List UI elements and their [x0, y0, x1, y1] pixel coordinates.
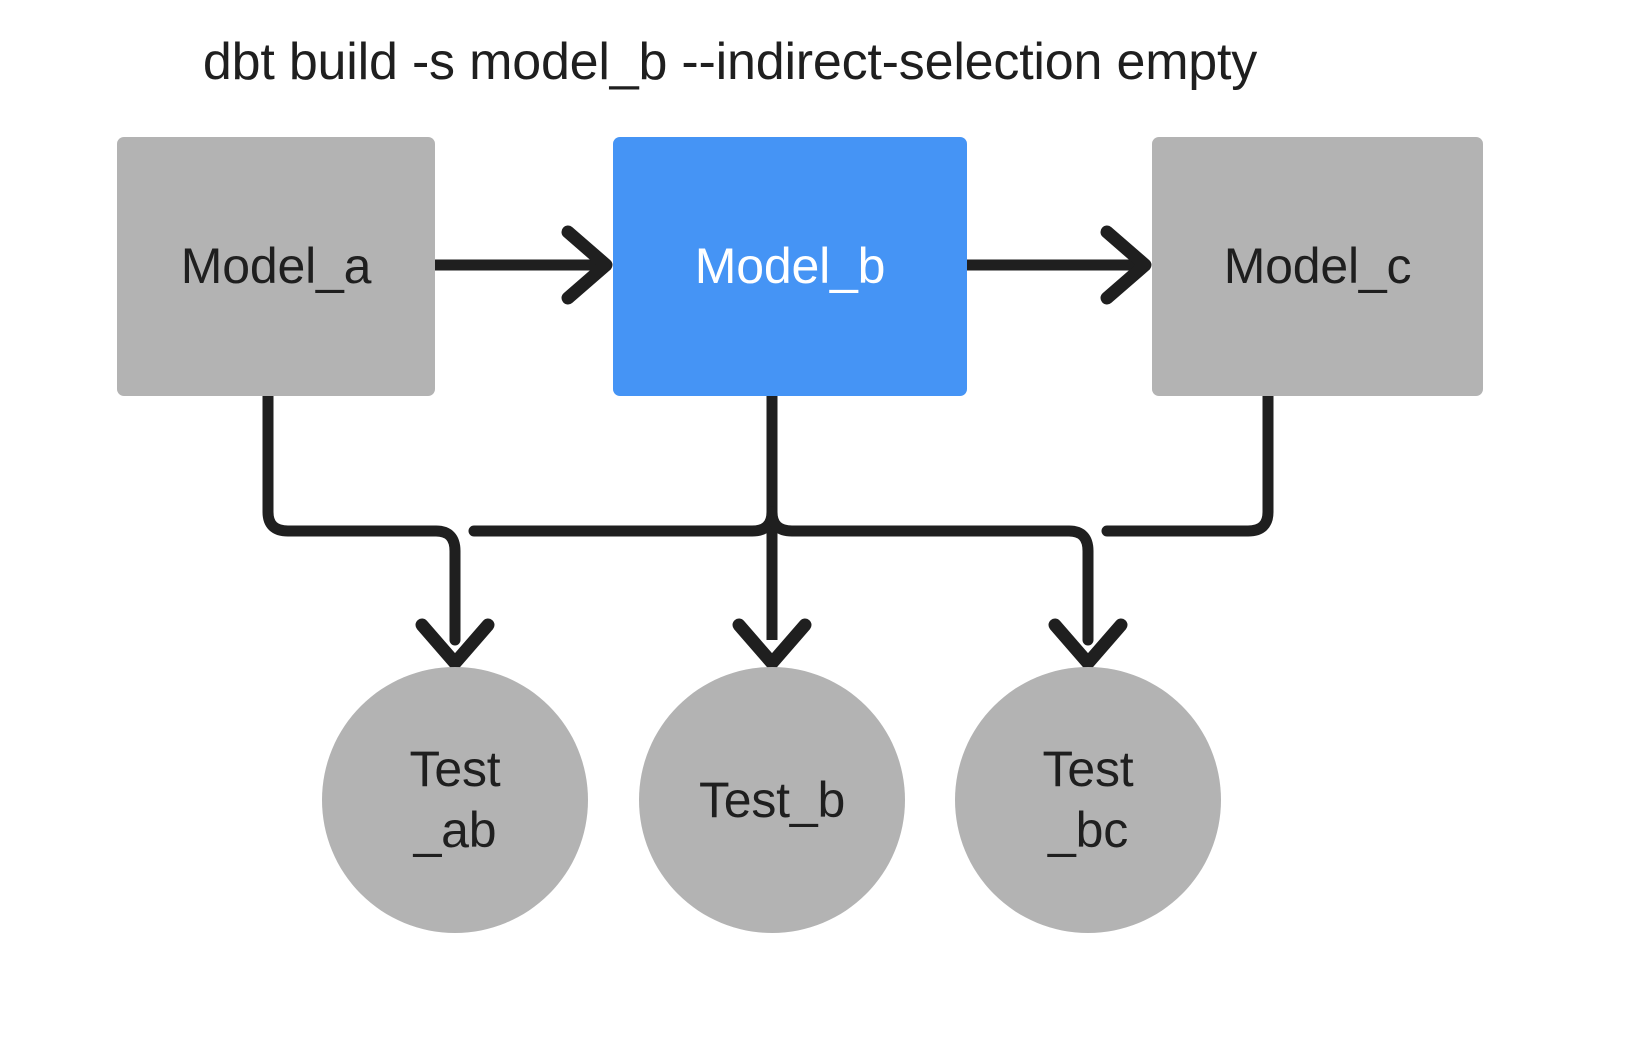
arrowhead-icon: [732, 618, 812, 670]
node-model-b-label: Model_b: [694, 238, 886, 295]
node-model-a-label: Model_a: [180, 238, 372, 295]
node-model-b[interactable]: Model_b: [613, 137, 967, 396]
edge-model-a-to-test-ab: [262, 390, 495, 670]
edge-model-a-to-model-b: [435, 225, 613, 305]
node-model-c-label: Model_c: [1223, 238, 1412, 295]
node-model-a[interactable]: Model_a: [117, 137, 435, 396]
edge-model-b-to-test-bc: [766, 506, 1128, 670]
arrowhead-icon: [1100, 225, 1152, 305]
node-test-b[interactable]: Test_b: [639, 667, 905, 933]
node-test-bc-label-line-2: _bc: [1047, 802, 1128, 858]
node-test-b-label-line-1: Test_b: [698, 771, 846, 828]
arrowhead-icon: [561, 225, 613, 305]
arrowhead-icon: [1048, 618, 1128, 670]
node-test-bc-label-line-1: Test: [1042, 741, 1134, 797]
arrowhead-icon: [415, 618, 495, 670]
node-test-bc[interactable]: Test _bc: [955, 667, 1221, 933]
node-test-ab-label-line-1: Test: [409, 741, 501, 797]
node-model-c[interactable]: Model_c: [1152, 137, 1483, 396]
diagram-title: dbt build -s model_b --indirect-selectio…: [202, 33, 1258, 91]
edge-model-b-to-model-c: [967, 225, 1152, 305]
node-test-ab[interactable]: Test _ab: [322, 667, 588, 933]
node-test-ab-label-line-2: _ab: [413, 802, 497, 858]
edge-model-b-to-test-b: [732, 396, 812, 670]
edge-model-c-to-test-bc: [1101, 390, 1274, 537]
edge-model-b-to-test-ab: [468, 390, 778, 537]
